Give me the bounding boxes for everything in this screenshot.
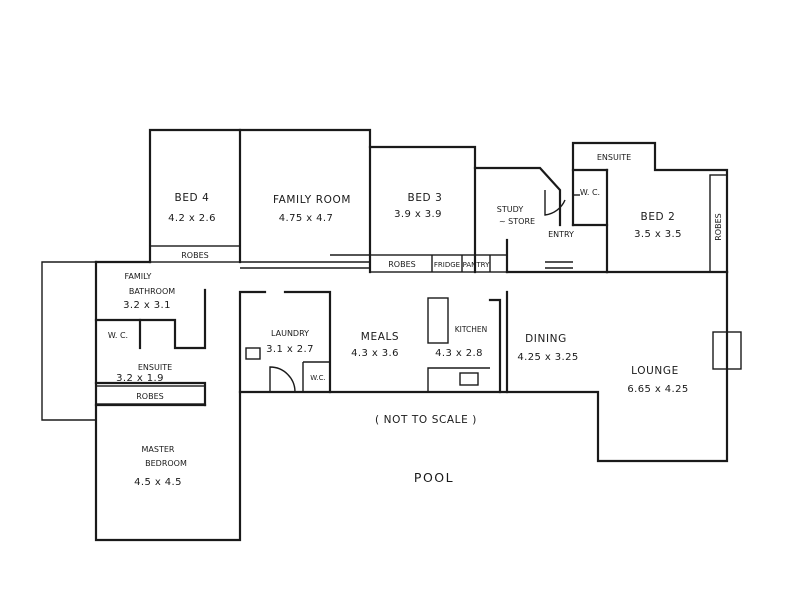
robes-bed3-label: ROBES bbox=[388, 260, 415, 269]
laundry-size: 3.1 x 2.7 bbox=[266, 344, 314, 355]
fridge-label: FRIDGE bbox=[434, 261, 460, 269]
bed4-size: 4.2 x 2.6 bbox=[168, 213, 216, 224]
study-label-2: ~ STORE bbox=[499, 217, 535, 226]
wc-laundry-label: W.C. bbox=[310, 374, 325, 382]
kitchen-label: KITCHEN bbox=[455, 325, 488, 334]
family-room-label: FAMILY ROOM bbox=[273, 194, 351, 206]
dining-label: DINING bbox=[525, 333, 567, 345]
robes-bed4-label: ROBES bbox=[181, 251, 208, 260]
family-bathroom-label-2: BATHROOM bbox=[129, 287, 175, 296]
bed2-label: BED 2 bbox=[641, 211, 676, 223]
ensuite-left-size: 3.2 x 1.9 bbox=[116, 373, 164, 384]
family-bathroom-size: 3.2 x 3.1 bbox=[123, 300, 171, 311]
pantry-label: PANTRY bbox=[463, 261, 490, 269]
robes-master-label: ROBES bbox=[136, 392, 163, 401]
internal-walls bbox=[94, 128, 742, 407]
laundry-label: LAUNDRY bbox=[271, 329, 309, 338]
bed4-label: BED 4 bbox=[175, 192, 210, 204]
outer-walls bbox=[41, 128, 729, 542]
kitchen-size: 4.3 x 2.8 bbox=[435, 348, 483, 359]
room-labels: BED 4 4.2 x 2.6 FAMILY ROOM 4.75 x 4.7 B… bbox=[108, 153, 723, 488]
master-label: MASTER bbox=[142, 445, 175, 454]
bed3-size: 3.9 x 3.9 bbox=[394, 209, 442, 220]
master-size: 4.5 x 4.5 bbox=[134, 477, 182, 488]
meals-label: MEALS bbox=[361, 331, 399, 343]
meals-size: 4.3 x 3.6 bbox=[351, 348, 399, 359]
lounge-label: LOUNGE bbox=[631, 365, 679, 377]
ensuite-left-label: ENSUITE bbox=[138, 363, 172, 372]
master-label-2: BEDROOM bbox=[145, 459, 187, 468]
bed3-label: BED 3 bbox=[408, 192, 443, 204]
dining-size: 4.25 x 3.25 bbox=[517, 352, 578, 363]
pool-label: POOL bbox=[414, 470, 454, 485]
entry-label: ENTRY bbox=[548, 230, 574, 239]
robes-right-label: ROBES bbox=[714, 213, 723, 240]
ensuite-top-label: ENSUITE bbox=[597, 153, 631, 162]
bed2-size: 3.5 x 3.5 bbox=[634, 229, 682, 240]
plan-notes: ( NOT TO SCALE ) POOL bbox=[375, 414, 477, 485]
wc-top-label: W. C. bbox=[580, 188, 600, 197]
not-to-scale-note: ( NOT TO SCALE ) bbox=[375, 414, 477, 426]
family-room-size: 4.75 x 4.7 bbox=[279, 213, 333, 224]
wc-left-label: W. C. bbox=[108, 331, 128, 340]
study-label: STUDY bbox=[497, 205, 524, 214]
family-bathroom-label: FAMILY bbox=[125, 272, 152, 281]
lounge-size: 6.65 x 4.25 bbox=[627, 384, 688, 395]
